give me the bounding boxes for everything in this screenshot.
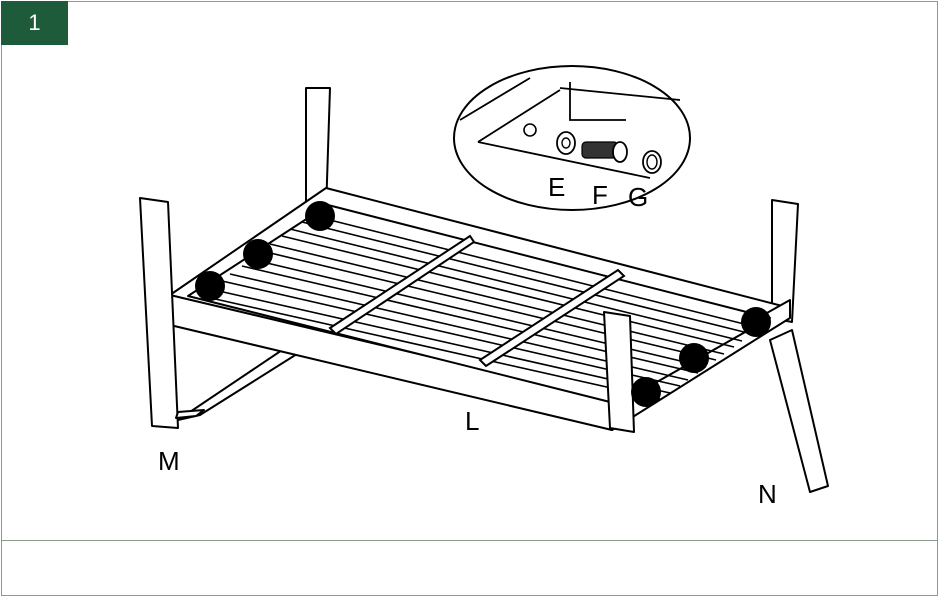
cross-support-1	[328, 234, 476, 336]
back-right-leg	[771, 199, 799, 323]
leg-n	[769, 329, 829, 493]
footer-area	[2, 542, 937, 594]
detail-inset	[453, 65, 691, 211]
leg-label-n: N	[758, 479, 777, 509]
step-number-badge: 1	[1, 1, 68, 45]
frame-label-l: L	[465, 406, 479, 436]
front-right-leg	[603, 311, 635, 433]
part-label-e: E	[548, 172, 565, 202]
part-label-g: G	[628, 182, 648, 212]
cross-support-2	[478, 268, 626, 368]
front-left-foot	[175, 409, 205, 419]
leg-label-m: M	[158, 446, 180, 476]
front-left-leg	[139, 197, 179, 429]
part-label-f: F	[592, 180, 608, 210]
bolt-markers	[195, 201, 771, 407]
footer-divider	[1, 540, 938, 541]
